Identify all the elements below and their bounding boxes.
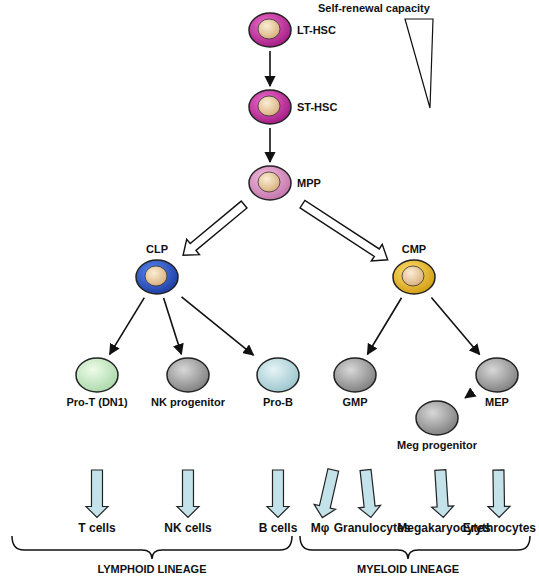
lineage-arrow — [269, 128, 271, 162]
cell-node: CLP — [134, 243, 180, 296]
differentiation-arrow — [359, 469, 381, 517]
lineage-arrow — [110, 298, 145, 355]
cell-label: ST-HSC — [297, 101, 337, 114]
lineage-bracket — [300, 536, 530, 559]
lineage-arrow — [431, 298, 479, 355]
lineage-label: LYMPHOID LINEAGE — [98, 563, 207, 576]
cell-type-node: Mφ — [311, 522, 330, 535]
cell-circle — [255, 356, 301, 394]
cell-circle — [414, 399, 460, 437]
cell-node: MEP — [474, 356, 520, 409]
cell-label: CMP — [402, 243, 426, 256]
cell-label: Pro-T (DN1) — [66, 396, 127, 409]
cell-node: Meg progenitor — [397, 399, 477, 452]
cell-circle — [165, 356, 211, 394]
cell-label: Erythrocytes — [463, 522, 536, 535]
cell-circle — [134, 258, 180, 296]
cell-circle — [391, 258, 437, 296]
cell-label: Meg progenitor — [397, 439, 477, 452]
cell-label: GMP — [342, 396, 367, 409]
axis-label: Self-renewal capacity — [318, 2, 430, 15]
cell-circle — [474, 356, 520, 394]
lineage-arrow — [269, 51, 271, 86]
differentiation-arrow — [177, 470, 199, 518]
lineage-bracket — [12, 536, 292, 559]
cell-label: T cells — [78, 522, 115, 535]
cell-label: Mφ — [311, 522, 330, 535]
cell-type-node: T cells — [78, 522, 115, 535]
cell-label: Pro-B — [263, 396, 293, 409]
cell-node: LT-HSC — [247, 11, 336, 49]
lineage-arrow — [182, 297, 254, 355]
cell-label: LT-HSC — [297, 24, 336, 37]
cell-node: Pro-T (DN1) — [66, 356, 127, 409]
differentiation-arrow — [267, 470, 289, 518]
cell-label: CLP — [146, 243, 168, 256]
lineage-label: MYELOID LINEAGE — [357, 563, 459, 576]
differentiation-arrow — [314, 469, 339, 518]
cell-circle — [332, 356, 378, 394]
lineage-arrow — [367, 298, 401, 355]
cell-circle — [247, 88, 293, 126]
cell-type-node: B cells — [259, 522, 298, 535]
cell-node: NK progenitor — [151, 356, 225, 409]
differentiation-arrow — [488, 470, 510, 518]
lineage-arrow — [465, 393, 472, 398]
differentiation-arrow — [300, 200, 388, 261]
cell-label: MPP — [297, 177, 321, 190]
cell-node: ST-HSC — [247, 88, 337, 126]
cell-type-node: NK cells — [164, 522, 211, 535]
differentiation-arrow — [183, 201, 247, 255]
cell-node: CMP — [391, 243, 437, 296]
cell-circle — [74, 356, 120, 394]
cell-label: NK cells — [164, 522, 211, 535]
cell-label: NK progenitor — [151, 396, 225, 409]
self-renewal-wedge — [405, 19, 433, 108]
cell-label: MEP — [485, 396, 509, 409]
differentiation-arrow — [432, 470, 454, 518]
cell-circle — [247, 164, 293, 202]
differentiation-arrow — [86, 470, 108, 518]
cell-node: MPP — [247, 164, 321, 202]
cell-node: GMP — [332, 356, 378, 409]
cell-label: B cells — [259, 522, 298, 535]
cell-circle — [247, 11, 293, 49]
lineage-arrow — [164, 298, 182, 354]
cell-type-node: Erythrocytes — [463, 522, 536, 535]
cell-node: Pro-B — [255, 356, 301, 409]
